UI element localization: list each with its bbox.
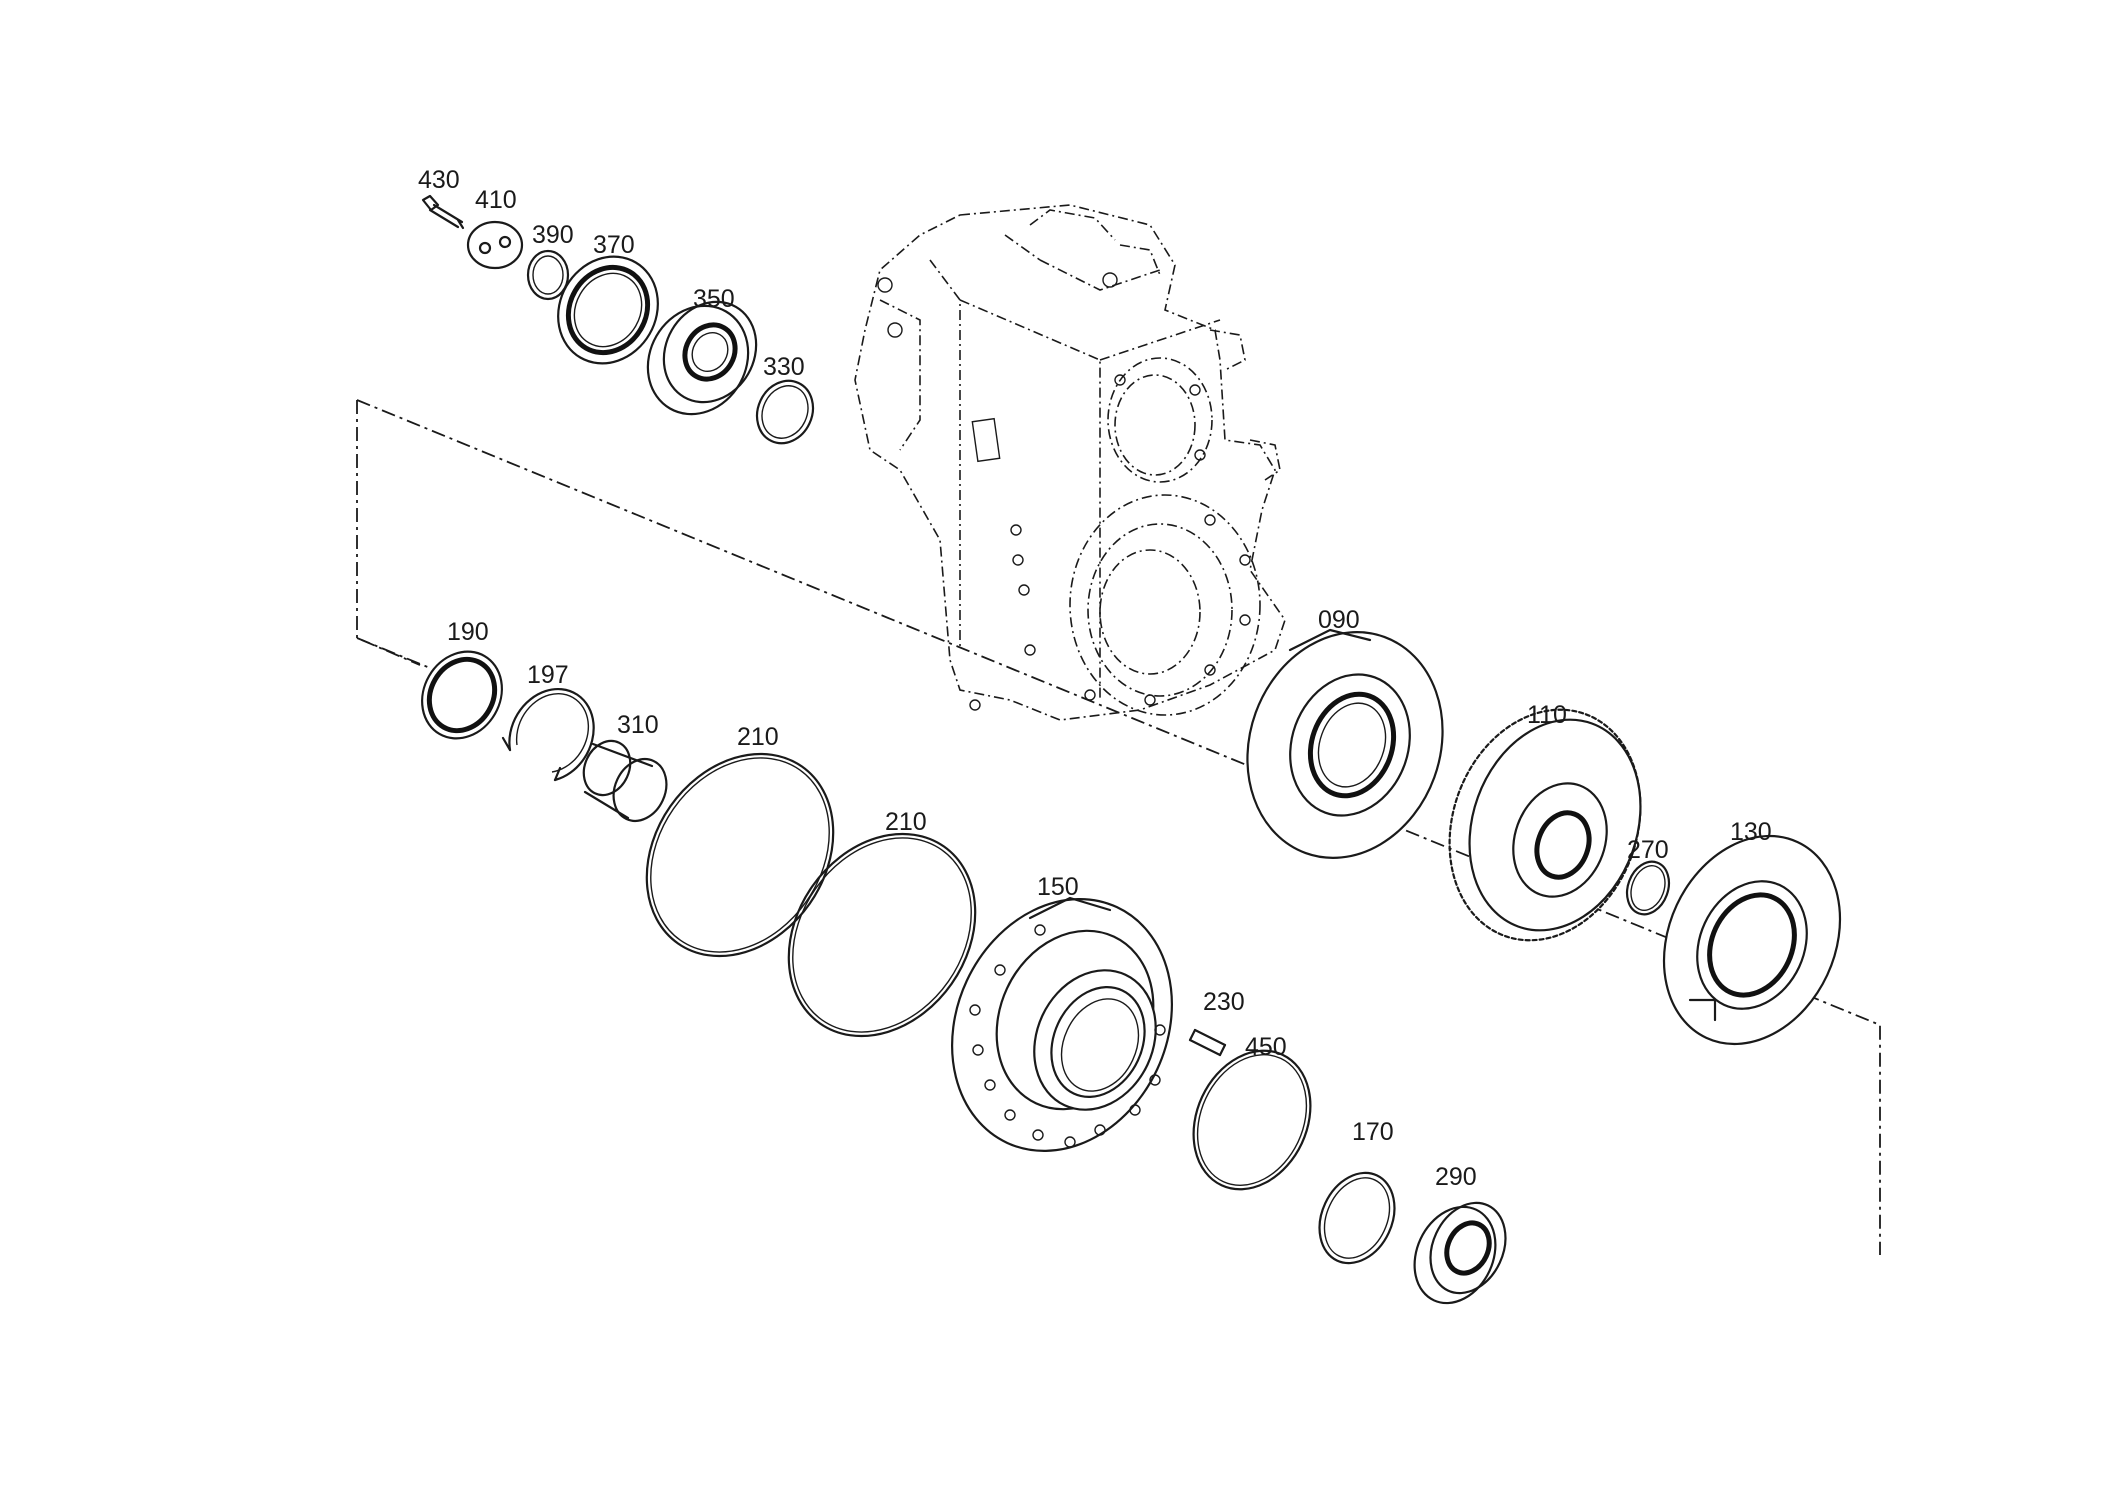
part-210-o-ring-2 xyxy=(787,832,977,1038)
part-410-cover xyxy=(466,220,524,270)
label-150: 150 xyxy=(1037,873,1079,901)
label-330: 330 xyxy=(763,353,805,381)
label-210-a: 210 xyxy=(737,723,779,751)
label-170: 170 xyxy=(1352,1118,1394,1146)
part-210-o-ring-1 xyxy=(645,752,835,958)
label-090: 090 xyxy=(1318,606,1360,634)
part-430-bolt xyxy=(421,194,465,230)
part-390-ring xyxy=(526,249,570,301)
label-197: 197 xyxy=(527,661,569,689)
part-150-flange xyxy=(951,896,1173,1152)
part-230-pin xyxy=(1188,1028,1227,1057)
label-110: 110 xyxy=(1527,701,1567,729)
part-130-cover xyxy=(1662,834,1842,1046)
label-410: 410 xyxy=(475,186,517,214)
label-310: 310 xyxy=(617,711,659,739)
label-450: 450 xyxy=(1245,1033,1287,1061)
part-190-ring xyxy=(421,650,503,740)
label-370: 370 xyxy=(593,231,635,259)
gearbox-housing xyxy=(854,204,1286,721)
label-350: 350 xyxy=(693,285,735,313)
part-290-bearing xyxy=(1413,1201,1507,1305)
assembly-axis-line-main xyxy=(356,399,1881,1255)
label-290: 290 xyxy=(1435,1163,1477,1191)
part-370-seal xyxy=(557,255,659,365)
part-270-ring xyxy=(1625,860,1671,916)
label-270: 270 xyxy=(1627,836,1669,864)
part-330-ring xyxy=(755,379,815,445)
label-230: 230 xyxy=(1203,988,1245,1016)
part-310-sleeve xyxy=(582,739,668,822)
part-090-carrier xyxy=(1246,628,1444,859)
part-350-bearing xyxy=(646,300,758,416)
part-197-snap-ring xyxy=(501,687,595,782)
part-170-ring xyxy=(1318,1171,1396,1265)
part-110-gear xyxy=(1448,708,1642,942)
label-130: 130 xyxy=(1730,818,1772,846)
assembly-axis-line xyxy=(356,400,421,666)
label-430: 430 xyxy=(418,166,460,194)
label-190: 190 xyxy=(447,618,489,646)
label-390: 390 xyxy=(532,221,574,249)
part-labels: 430 410 390 370 350 330 090 110 270 130 … xyxy=(418,166,1772,1191)
part-450-o-ring xyxy=(1192,1049,1312,1191)
label-210-b: 210 xyxy=(885,808,927,836)
